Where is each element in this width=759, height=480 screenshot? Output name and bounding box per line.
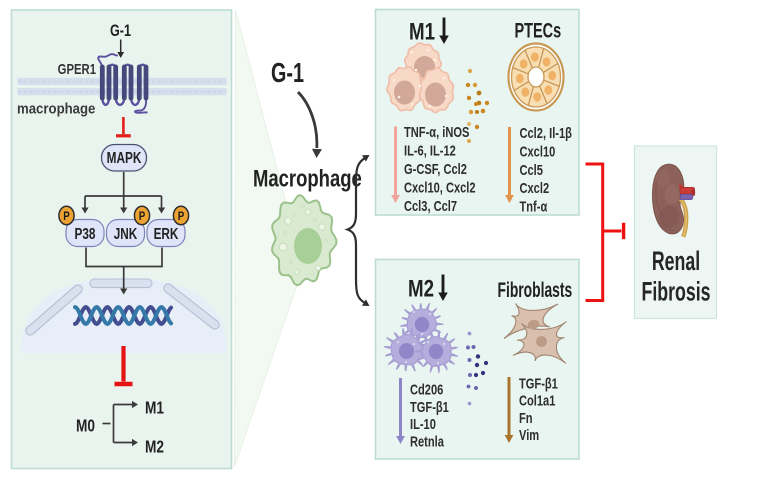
svg-text:Renal: Renal — [652, 247, 700, 276]
svg-text:Tnf-α: Tnf-α — [520, 198, 548, 215]
svg-text:TGF-β1: TGF-β1 — [410, 398, 449, 415]
svg-text:M2: M2 — [408, 275, 434, 302]
svg-text:Fibroblasts: Fibroblasts — [498, 278, 573, 302]
svg-text:P38: P38 — [75, 225, 96, 242]
svg-text:Vim: Vim — [519, 427, 539, 444]
svg-text:Fn: Fn — [519, 409, 533, 426]
svg-text:Ccl2, Il-1β: Ccl2, Il-1β — [520, 124, 572, 141]
svg-text:MAPK: MAPK — [107, 149, 142, 166]
svg-text:M1: M1 — [409, 18, 435, 45]
svg-text:macrophage: macrophage — [17, 100, 96, 117]
svg-text:P: P — [139, 210, 146, 223]
svg-text:Ccl3, Ccl7: Ccl3, Ccl7 — [404, 198, 457, 215]
svg-text:M2: M2 — [145, 438, 164, 457]
svg-text:P: P — [178, 210, 185, 223]
svg-text:Cxcl10, Cxcl2: Cxcl10, Cxcl2 — [404, 179, 476, 196]
svg-text:GPER1: GPER1 — [58, 61, 96, 78]
svg-text:M0: M0 — [76, 417, 95, 436]
svg-text:IL-6, IL-12: IL-6, IL-12 — [404, 142, 456, 159]
svg-text:IL-10: IL-10 — [410, 416, 436, 433]
svg-text:TGF-β1: TGF-β1 — [519, 375, 558, 392]
svg-text:JNK: JNK — [114, 225, 138, 242]
svg-text:ERK: ERK — [154, 225, 179, 242]
svg-text:Retnla: Retnla — [410, 433, 445, 450]
svg-text:Cxcl2: Cxcl2 — [520, 180, 550, 197]
svg-text:Macrophage: Macrophage — [253, 165, 362, 192]
svg-text:G-CSF, Ccl2: G-CSF, Ccl2 — [404, 160, 467, 177]
svg-text:P: P — [63, 210, 70, 223]
svg-text:TNF-α, iNOS: TNF-α, iNOS — [404, 123, 470, 140]
svg-text:Cd206: Cd206 — [410, 381, 443, 398]
svg-text:Col1a1: Col1a1 — [519, 392, 555, 409]
svg-text:Ccl5: Ccl5 — [520, 161, 543, 178]
svg-text:Fibrosis: Fibrosis — [641, 277, 710, 306]
svg-text:Cxcl10: Cxcl10 — [520, 143, 556, 160]
svg-text:M1: M1 — [145, 399, 164, 418]
svg-text:G-1: G-1 — [271, 58, 304, 89]
svg-text:G-1: G-1 — [110, 21, 131, 40]
svg-text:PTECs: PTECs — [515, 19, 562, 42]
